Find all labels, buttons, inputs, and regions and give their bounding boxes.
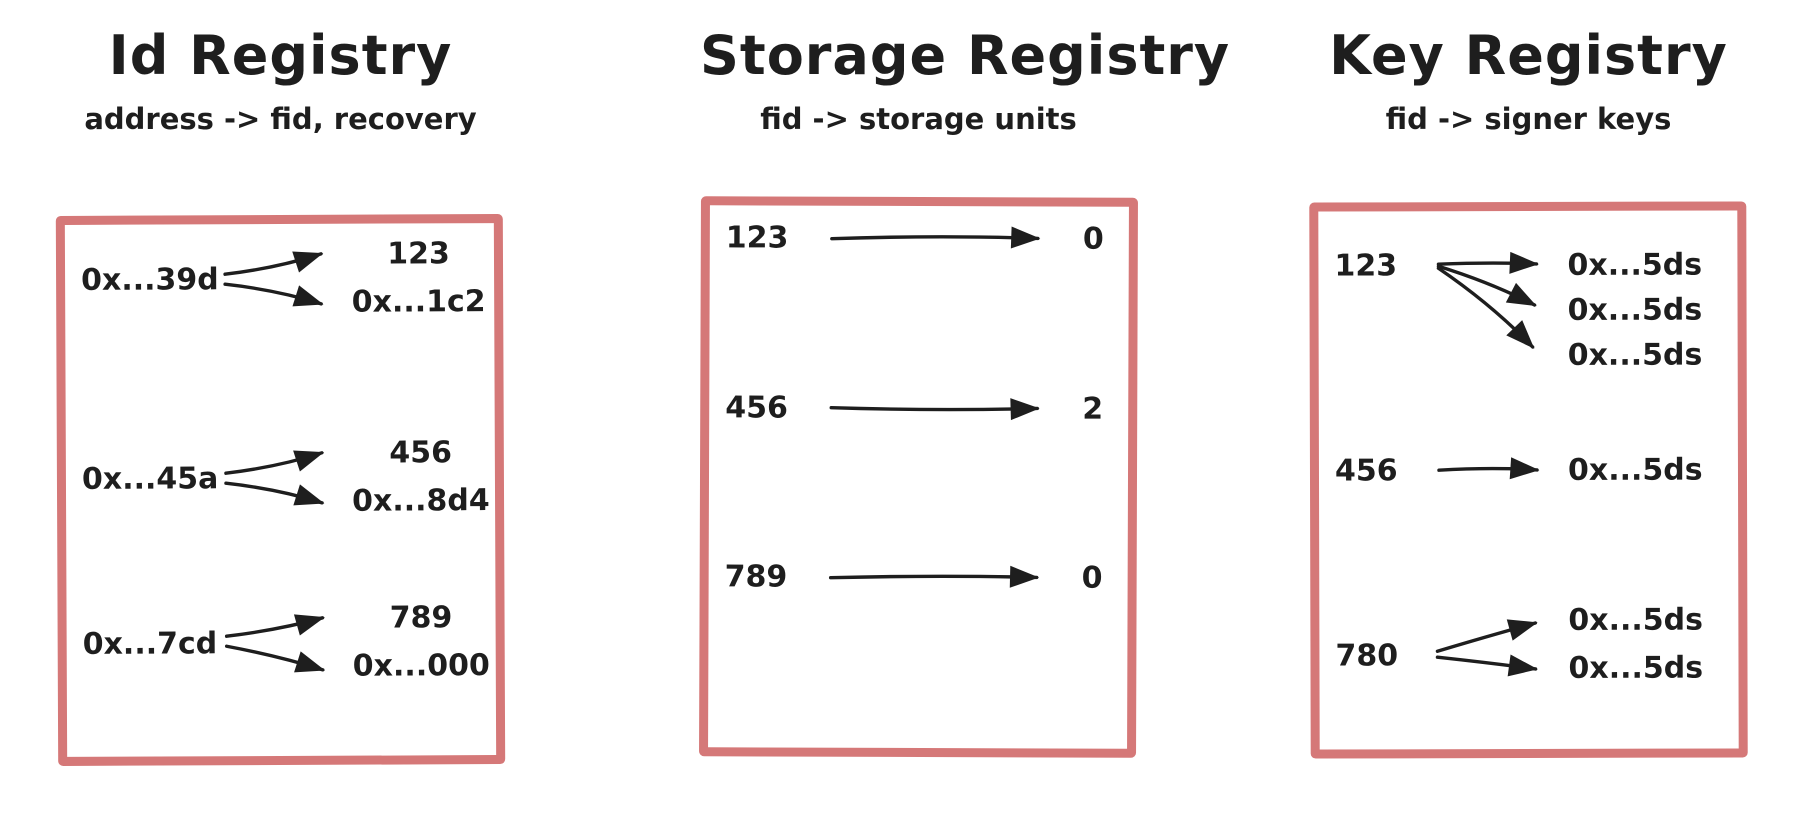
panel-title: Id Registry — [108, 24, 453, 87]
mapping-row: 456 2 — [725, 377, 1120, 438]
fan-arrows-icon — [1436, 251, 1539, 349]
target-list: 789 0x...000 — [352, 594, 490, 691]
target-label: 0x...5ds — [1567, 292, 1703, 328]
arrow-icon — [829, 398, 1040, 421]
target-label: 0x...1c2 — [351, 284, 486, 320]
target-list: 0x...5ds 0x...5ds — [1568, 596, 1730, 692]
target-list: 0x...5ds — [1568, 452, 1730, 487]
target-label: 789 — [389, 600, 453, 636]
target-list: 0 — [1065, 560, 1120, 595]
target-label: 0x...5ds — [1567, 452, 1703, 488]
source-label: 0x...39d — [81, 261, 219, 298]
target-label: 123 — [387, 236, 450, 272]
target-label: 0x...8d4 — [351, 483, 490, 519]
source-label: 789 — [724, 558, 788, 595]
mapping-row: 0x...39d 123 0x...1c2 — [81, 223, 486, 335]
mapping-row: 0x...7cd 789 0x...000 — [82, 587, 490, 699]
registry-box: 123 0 456 2 789 — [699, 196, 1138, 758]
target-list: 0x...5ds 0x...5ds 0x...5ds — [1567, 242, 1729, 377]
fan-arrows-icon — [1435, 619, 1538, 677]
mapping-row: 789 0 — [725, 546, 1120, 607]
mapping-row: 0x...45a 456 0x...8d4 — [81, 422, 490, 534]
source-label: 0x...45a — [81, 460, 219, 497]
source-label: 456 — [1334, 452, 1398, 489]
panel-subtitle: address -> fid, recovery — [84, 102, 477, 136]
mapping-row: 123 0 — [726, 207, 1121, 268]
panel-title: Storage Registry — [700, 24, 1231, 87]
target-list: 456 0x...8d4 — [352, 429, 490, 526]
arrow-icon — [828, 565, 1040, 588]
target-label: 0x...5ds — [1567, 247, 1703, 283]
mapping-row: 780 0x...5ds 0x...5ds — [1335, 596, 1730, 693]
fan-arrows-icon — [224, 614, 326, 673]
registry-box: 123 0x...5ds 0x...5ds 0x...5ds 456 — [1309, 201, 1748, 759]
mapping-row: 456 0x...5ds — [1335, 446, 1730, 493]
panel-id-registry: Id Registry address -> fid, recovery 0x.… — [55, 0, 506, 838]
panel-subtitle: fid -> storage units — [760, 102, 1077, 136]
fan-arrows-icon — [224, 450, 325, 506]
fan-arrows-icon — [223, 251, 324, 307]
panel-subtitle: fid -> signer keys — [1385, 102, 1672, 136]
target-label: 0x...5ds — [1567, 337, 1703, 373]
source-label: 456 — [725, 389, 788, 426]
panel-title: Key Registry — [1329, 24, 1728, 87]
target-label: 2 — [1082, 391, 1104, 427]
panel-key-registry: Key Registry fid -> signer keys 123 0x..… — [1309, 0, 1748, 838]
source-label: 123 — [1334, 248, 1398, 284]
arrow-icon — [830, 226, 1041, 249]
target-label: 0 — [1082, 221, 1104, 257]
target-list: 123 0x...1c2 — [351, 230, 486, 327]
source-label: 780 — [1335, 637, 1399, 674]
target-list: 2 — [1065, 391, 1120, 426]
target-list: 0 — [1066, 221, 1121, 256]
target-label: 0 — [1081, 560, 1103, 596]
target-label: 0x...5ds — [1568, 650, 1704, 686]
target-label: 0x...000 — [352, 648, 490, 684]
target-label: 0x...5ds — [1568, 602, 1704, 638]
arrow-icon — [1437, 457, 1540, 480]
source-label: 0x...7cd — [82, 625, 218, 662]
panel-storage-registry: Storage Registry fid -> storage units 12… — [699, 0, 1231, 838]
target-label: 456 — [389, 435, 453, 471]
registry-box: 0x...39d 123 0x...1c2 0x...45a 456 — [55, 214, 506, 766]
mapping-row: 123 0x...5ds 0x...5ds 0x...5ds — [1334, 242, 1729, 378]
source-label: 123 — [725, 219, 789, 256]
